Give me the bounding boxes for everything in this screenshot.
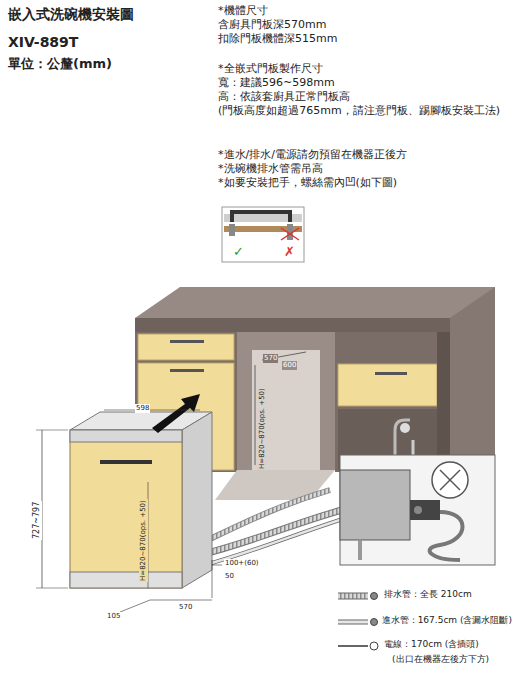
legend-sample — [338, 619, 378, 626]
legend-text: 電線：170cm (含插頭) — [384, 639, 479, 650]
dimension: 50 — [224, 572, 235, 581]
check-mark: ✓ — [233, 244, 244, 260]
dimension: 598 — [135, 404, 150, 413]
dishwasher — [36, 394, 222, 612]
note: *進水/排水/電源請勿預留在機器正後方 — [218, 148, 513, 162]
dimension: 570 — [178, 603, 193, 612]
note: *全嵌式門板製作尺寸 — [218, 62, 323, 76]
note: 寬：建議596~598mm — [218, 76, 335, 90]
note: 高：依該套廚具正常門板高 — [218, 90, 350, 104]
note: 含廚具門板深570mm — [218, 18, 326, 32]
legend-note: (出口在機器左後方下方) — [392, 654, 489, 665]
note: *如要安裝把手，螺絲需內凹(如下圖) — [218, 176, 513, 190]
legend-text: 排水管：全長 210cm — [384, 589, 472, 600]
note: 扣除門板機體深515mm — [218, 32, 337, 46]
unit-note: 單位：公釐(mm) — [8, 56, 112, 72]
legend-sample — [338, 593, 378, 600]
dimension: 100+(60) — [224, 559, 260, 568]
dimension: 105 — [106, 612, 121, 621]
inset-detail — [340, 455, 495, 565]
title: 嵌入式洗碗機安裝圖 — [8, 6, 134, 24]
cross-mark: ✗ — [284, 244, 295, 260]
note: (門板高度如超過765mm，請注意門板、踢腳板安裝工法) — [218, 104, 508, 118]
legend-sample — [338, 642, 378, 650]
dimension: H=820~870(ops. +50) — [139, 499, 148, 582]
dimension: 727~797 — [32, 501, 42, 540]
model-number: XIV-889T — [8, 34, 78, 52]
legend-text: 進水管：167.5cm (含漏水阻斷) — [382, 615, 512, 626]
note: *洗碗機排水管需吊高 — [218, 162, 323, 176]
note: *機體尺寸 — [218, 4, 268, 18]
handle-detail — [222, 207, 304, 262]
dimension: 570 — [263, 354, 278, 363]
dimension: H=820~870(ops. +50) — [258, 387, 267, 470]
dimension: 600 — [282, 361, 297, 370]
